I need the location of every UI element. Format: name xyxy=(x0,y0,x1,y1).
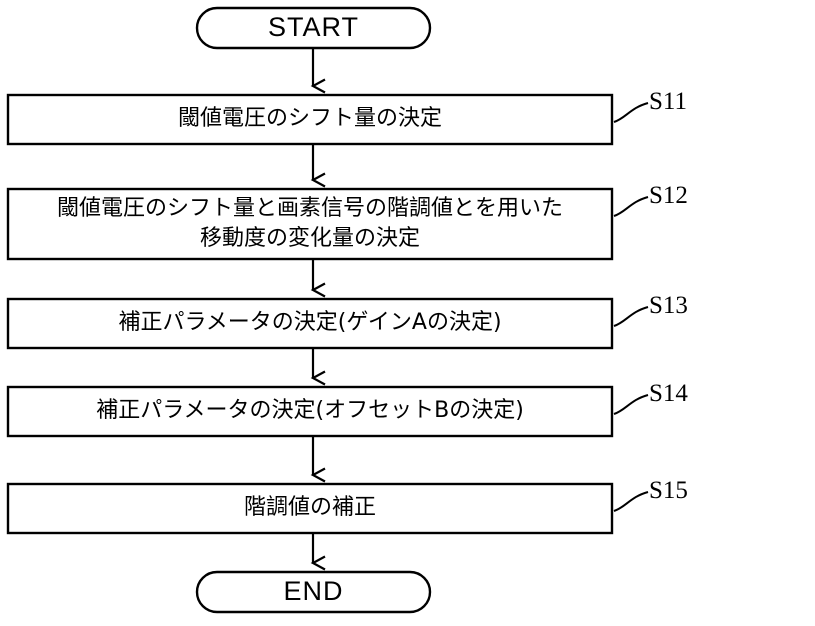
step-label-s14: S14 xyxy=(649,380,688,407)
process-box-s15-shape xyxy=(6,482,614,535)
end-terminator-shape xyxy=(195,570,432,614)
step-label-s11: S11 xyxy=(649,88,687,115)
step-label-s12: S12 xyxy=(649,182,688,209)
start-terminator-shape xyxy=(195,6,432,50)
step-label-s15: S15 xyxy=(649,477,688,504)
leader-line-s12 xyxy=(613,196,649,217)
step-label-s13: S13 xyxy=(649,292,688,319)
leader-line-s14 xyxy=(613,394,649,415)
leader-line-s15 xyxy=(613,491,649,512)
process-box-s14-shape xyxy=(6,385,614,438)
leader-line-s13 xyxy=(613,306,649,327)
process-box-s12-shape xyxy=(6,187,614,261)
leader-line-s11 xyxy=(613,102,649,123)
process-box-s11-shape xyxy=(6,93,614,146)
process-box-s13-shape xyxy=(6,297,614,350)
